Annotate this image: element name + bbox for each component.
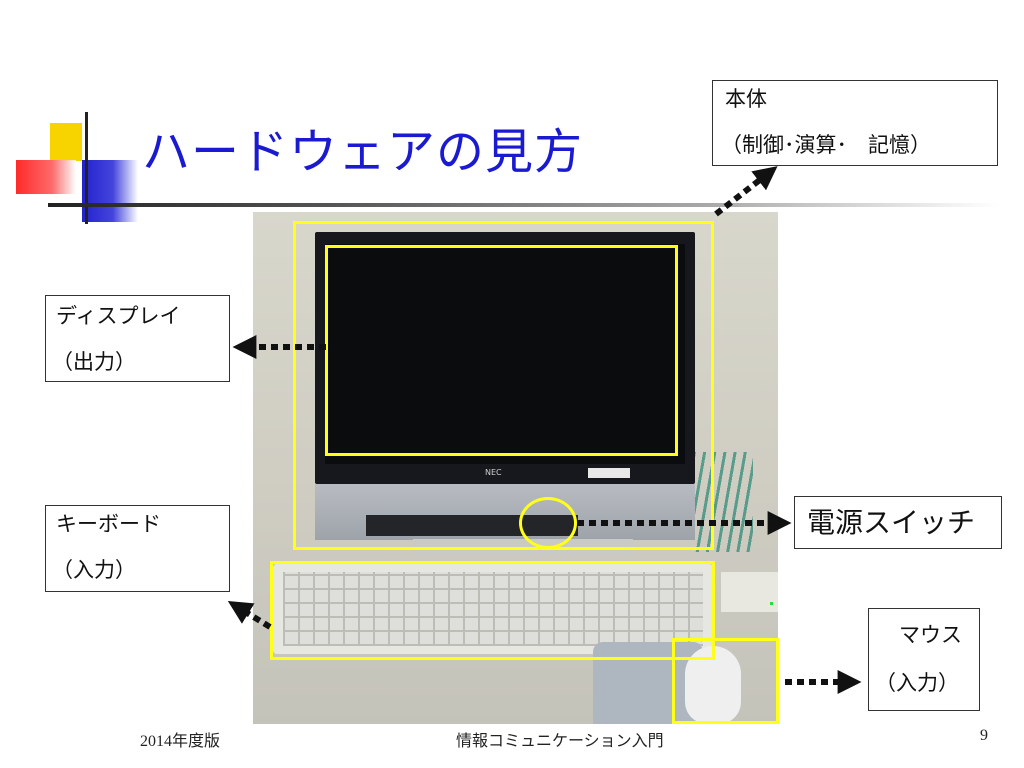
label-display-line1: ディスプレイ bbox=[56, 304, 181, 328]
monitor-badge bbox=[588, 468, 630, 478]
frame-power-switch bbox=[519, 497, 577, 549]
label-mouse-line1: マウス bbox=[899, 623, 962, 647]
keyboard-image bbox=[273, 564, 713, 654]
title-decoration-blue bbox=[82, 160, 138, 222]
title-decoration-yellow bbox=[50, 123, 82, 161]
frame-hontai bbox=[293, 221, 714, 550]
label-keyboard-line2: （入力） bbox=[52, 558, 136, 582]
computer-photo: NEC bbox=[253, 212, 778, 724]
monitor bbox=[315, 232, 695, 484]
slide-title: ハードウェアの見方 bbox=[142, 124, 584, 180]
title-decoration-vline bbox=[85, 112, 88, 224]
label-power-switch: 電源スイッチ bbox=[794, 496, 1002, 549]
label-display-line2: （出力） bbox=[52, 350, 136, 374]
cables bbox=[693, 452, 753, 552]
monitor-brand: NEC bbox=[485, 468, 502, 477]
title-decoration-red bbox=[16, 160, 76, 194]
monitor-screen bbox=[325, 244, 685, 464]
label-hontai: 本体 （制御･演算･ 記憶） bbox=[712, 80, 998, 166]
hub-device bbox=[721, 572, 778, 612]
footer-center: 情報コミュニケーション入門 bbox=[456, 733, 664, 750]
label-power-text: 電源スイッチ bbox=[807, 506, 976, 539]
frame-mouse bbox=[672, 638, 779, 724]
label-hontai-line1: 本体 bbox=[725, 87, 767, 111]
keyboard-keys bbox=[283, 572, 703, 646]
page-number: 9 bbox=[980, 727, 988, 744]
label-display: ディスプレイ （出力） bbox=[45, 295, 230, 382]
arrow-icon bbox=[227, 600, 272, 630]
label-hontai-line2: （制御･演算･ 記憶） bbox=[721, 133, 931, 157]
arrow-icon bbox=[714, 166, 778, 217]
frame-display bbox=[325, 245, 678, 456]
label-keyboard-line1: キーボード bbox=[56, 512, 161, 536]
label-keyboard: キーボード （入力） bbox=[45, 505, 230, 592]
label-mouse-line2: （入力） bbox=[875, 671, 959, 695]
label-mouse: マウス （入力） bbox=[868, 608, 980, 711]
footer-left: 2014年度版 bbox=[140, 733, 221, 750]
frame-keyboard bbox=[270, 561, 715, 660]
title-underline bbox=[48, 203, 998, 207]
led-indicator bbox=[770, 602, 773, 605]
mousepad bbox=[593, 642, 703, 724]
